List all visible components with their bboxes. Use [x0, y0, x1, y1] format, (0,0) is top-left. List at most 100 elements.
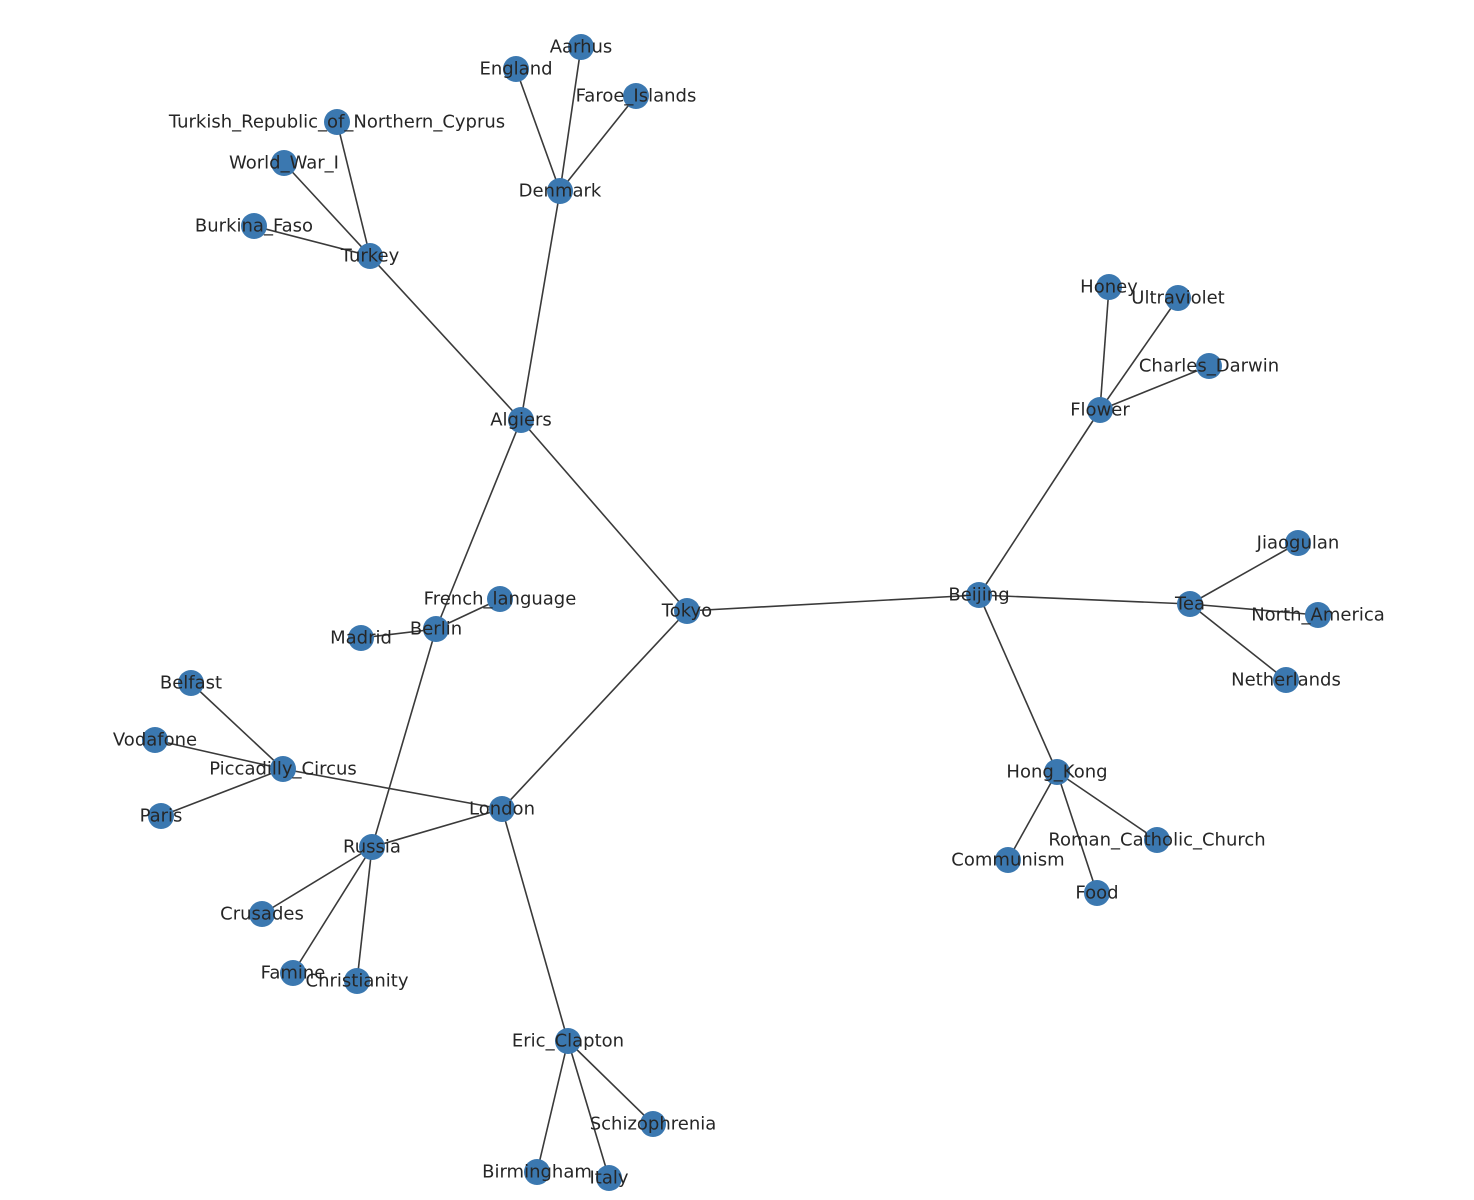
node-honey	[1096, 274, 1122, 300]
edge-london-russia	[371, 808, 503, 848]
edge-eric-clapton-schizophrenia	[567, 1040, 654, 1125]
node-ultraviolet	[1165, 285, 1191, 311]
node-birmingham	[524, 1159, 550, 1185]
node-label-turkish-republic-of-northern-cyprus: Turkish_Republic_of_Northern_Cyprus	[168, 112, 505, 133]
node-famine	[280, 960, 306, 986]
node-russia	[359, 834, 385, 860]
node-label-north-america: North_America	[1251, 605, 1385, 626]
node-label-crusades: Crusades	[220, 904, 304, 925]
node-label-food: Food	[1075, 883, 1118, 904]
node-label-ultraviolet: Ultraviolet	[1131, 288, 1224, 309]
node-england	[503, 56, 529, 82]
node-christianity	[344, 968, 370, 994]
edge-turkey-burkina-faso	[253, 225, 371, 257]
node-label-roman-catholic-church: Roman_Catholic_Church	[1048, 830, 1265, 851]
edge-algiers-tokyo	[520, 419, 688, 612]
edge-berlin-russia	[371, 628, 437, 848]
node-flower	[1087, 397, 1113, 423]
node-label-tea: Tea	[1174, 594, 1205, 615]
node-denmark	[547, 178, 573, 204]
edge-denmark-faroe-islands	[559, 95, 637, 192]
node-label-eric-clapton: Eric_Clapton	[512, 1031, 624, 1052]
node-tokyo	[674, 598, 700, 624]
node-label-flower: Flower	[1070, 400, 1130, 421]
node-netherlands	[1273, 667, 1299, 693]
node-label-england: England	[479, 59, 552, 80]
node-label-world-war-i: World_War_I	[229, 153, 339, 174]
node-label-london: London	[469, 799, 535, 820]
node-label-beijing: Beijing	[948, 585, 1009, 606]
node-paris	[148, 803, 174, 829]
node-roman-catholic-church	[1144, 827, 1170, 853]
edge-hong-kong-roman-catholic-church	[1056, 771, 1158, 841]
node-tea	[1177, 591, 1203, 617]
node-jiaogulan	[1285, 530, 1311, 556]
node-label-belfast: Belfast	[160, 673, 222, 694]
edge-eric-clapton-birmingham	[536, 1040, 569, 1173]
node-label-birmingham: Birmingham	[482, 1162, 592, 1183]
node-label-burkina-faso: Burkina_Faso	[195, 216, 313, 237]
node-label-faroe-islands: Faroe_Islands	[576, 86, 697, 107]
edge-turkey-algiers	[369, 255, 522, 421]
node-hong-kong	[1044, 759, 1070, 785]
edge-piccadilly-circus-paris	[160, 768, 284, 817]
edge-beijing-tea	[978, 594, 1191, 605]
edge-eric-clapton-italy	[567, 1040, 610, 1179]
node-faroe-islands	[623, 83, 649, 109]
node-london	[489, 796, 515, 822]
node-belfast	[178, 670, 204, 696]
edge-flower-charles-darwin	[1099, 365, 1210, 411]
edge-tea-north-america	[1189, 603, 1319, 616]
node-label-aarhus: Aarhus	[550, 37, 613, 58]
edge-russia-crusades	[261, 846, 373, 915]
node-italy	[596, 1165, 622, 1191]
edge-denmark-england	[515, 68, 561, 192]
edge-tokyo-london	[501, 610, 688, 810]
node-label-vodafone: Vodafone	[113, 730, 197, 751]
node-label-french-language: French_language	[424, 589, 577, 610]
node-vodafone	[142, 727, 168, 753]
node-label-honey: Honey	[1080, 277, 1138, 298]
node-communism	[995, 847, 1021, 873]
edge-flower-honey	[1099, 286, 1110, 411]
edge-tokyo-beijing	[686, 594, 980, 612]
edge-piccadilly-circus-belfast	[190, 682, 284, 770]
node-beijing	[966, 582, 992, 608]
edge-beijing-hong-kong	[978, 594, 1058, 773]
node-label-denmark: Denmark	[519, 181, 602, 202]
node-french-language	[487, 586, 513, 612]
edge-beijing-flower	[978, 409, 1101, 596]
edge-turkey-world-war-i	[283, 162, 371, 257]
node-charles-darwin	[1196, 353, 1222, 379]
node-label-italy: Italy	[589, 1168, 628, 1189]
node-label-famine: Famine	[261, 963, 326, 984]
edge-piccadilly-circus-vodafone	[154, 739, 284, 770]
node-label-paris: Paris	[140, 806, 183, 827]
edge-turkey-turkish-republic-of-northern-cyprus	[336, 121, 371, 257]
node-turkish-republic-of-northern-cyprus	[324, 109, 350, 135]
node-label-algiers: Algiers	[490, 410, 552, 431]
edge-denmark-aarhus	[559, 46, 582, 192]
edge-russia-christianity	[356, 846, 373, 982]
node-label-berlin: Berlin	[410, 619, 462, 640]
node-label-christianity: Christianity	[306, 971, 409, 992]
node-eric-clapton	[555, 1028, 581, 1054]
node-label-schizophrenia: Schizophrenia	[590, 1114, 717, 1135]
node-label-jiaogulan: Jiaogulan	[1256, 533, 1340, 554]
node-label-hong-kong: Hong_Kong	[1006, 762, 1107, 783]
node-berlin	[423, 616, 449, 642]
node-north-america	[1305, 602, 1331, 628]
nodes-layer	[142, 34, 1331, 1191]
node-label-turkey: Turkey	[340, 246, 400, 267]
edge-hong-kong-food	[1056, 771, 1098, 894]
edge-hong-kong-communism	[1007, 771, 1058, 861]
node-burkina-faso	[241, 213, 267, 239]
edge-flower-ultraviolet	[1099, 297, 1179, 411]
node-schizophrenia	[640, 1111, 666, 1137]
node-crusades	[249, 901, 275, 927]
node-piccadilly-circus	[270, 756, 296, 782]
edges-layer	[154, 46, 1319, 1179]
node-label-charles-darwin: Charles_Darwin	[1139, 356, 1279, 377]
